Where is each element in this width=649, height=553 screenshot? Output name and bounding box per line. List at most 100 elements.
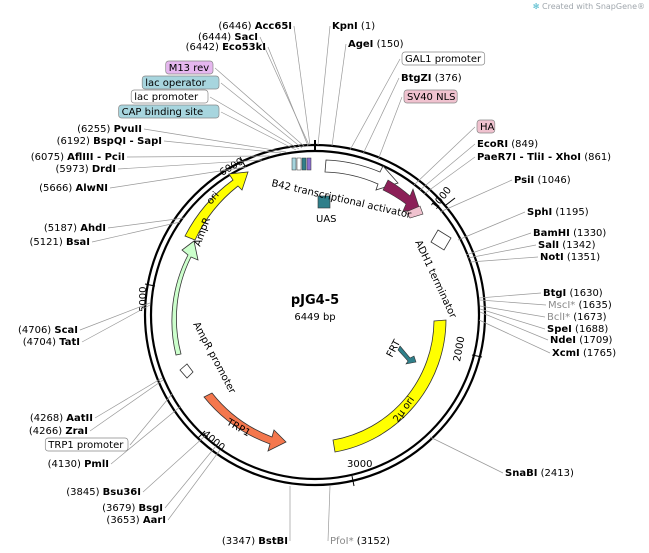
site-label-paer7i-tlii-xhoi: PaeR7I - TliI - XhoI (861) [477,152,611,163]
site-position: (150) [373,39,403,50]
feature-box-label-m13-rev: M13 rev [165,60,214,75]
site-position: (6444) [198,32,234,43]
svg-text:TRP1 promoter: TRP1 promoter [47,440,124,451]
site-position: (1046) [534,175,571,186]
site-name: PfoI* [330,536,354,547]
site-name: BclI* [547,312,570,323]
site-name: SpeI [547,324,572,335]
svg-text:SV40 NLS: SV40 NLS [407,92,456,103]
site-label-bamhi: BamHI (1330) [533,228,606,239]
site-position: (5121) [30,237,66,248]
site-label-bspqi-sapi: (6192) BspQI - SapI [57,136,162,147]
site-label-pmli: (4130) PmlI [48,459,109,470]
tick-label-1000: 1000 [430,185,454,212]
frt-arrow [397,345,417,365]
site-label-bsgi: (3679) BsgI [102,503,163,514]
site-label-pfoi: PfoI* (3152) [330,536,390,547]
svg-text:CAP binding site: CAP binding site [122,107,204,118]
feature-box-label-lac-operator: lac operator [141,75,220,90]
site-name: PsiI [514,175,534,186]
ampr-promoter-arrow [179,363,194,379]
site-position: (1673) [570,312,607,323]
site-label-spei: SpeI (1688) [547,324,608,335]
feature-label-adh1-terminator: ADH1 terminator [412,239,458,321]
label-leader-lines [79,25,551,542]
site-label-msci: MscI* (1635) [548,300,612,311]
ha-tag-segment [405,205,424,219]
site-label-pvuii: (6255) PvuII [77,124,142,135]
site-name: TatI [59,337,80,348]
site-name: PmlI [84,459,109,470]
site-label-aari: (3653) AarI [106,515,166,526]
site-position: (376) [432,73,462,84]
site-label-bsai: (5121) BsaI [30,237,90,248]
feature-label-ampr-promoter: AmpR promoter [190,320,237,396]
site-name: AarI [143,515,166,526]
trp1-arrow [203,392,287,452]
site-position: (849) [508,139,538,150]
site-position: (1342) [559,240,596,251]
site-position: (4704) [23,337,59,348]
site-name: BspQI - SapI [93,136,162,147]
site-position: (3152) [354,536,391,547]
site-name: AatII [66,413,93,424]
site-name: BsgI [139,503,163,514]
site-label-saci: (6444) SacI [198,32,258,43]
tick-label-2000: 2000 [452,336,467,363]
site-label-aatii: (4268) AatII [30,413,93,424]
adh1-terminator-box [430,229,452,251]
site-label-psii: PsiI (1046) [514,175,571,186]
site-position: (1330) [570,228,607,239]
site-name: SphI [527,207,552,218]
ori-arrow [184,171,249,241]
site-position: (1195) [552,207,589,218]
feature-box-label-lac-promoter: lac promoter [130,89,209,104]
site-position: (4706) [18,325,54,336]
site-name: AlwNI [76,183,109,194]
svg-text:GAL1 promoter: GAL1 promoter [405,54,482,65]
snapgene-logo-icon: ✻ [532,2,540,11]
site-position: (2413) [537,468,574,479]
site-label-bcli: BclI* (1673) [547,312,607,323]
site-label-bsu36i: (3845) Bsu36I [66,487,141,498]
site-position: (3679) [102,503,138,514]
site-position: (4268) [30,413,66,424]
site-position: (1630) [566,288,603,299]
tick-label-5000: 5000 [138,287,149,312]
feature-box-label-ha: HA [476,119,496,134]
ampr-arrow [171,240,199,356]
site-label-acc65i: (6446) Acc65I [218,21,292,32]
2mu-ori-arrow [332,319,447,453]
site-label-sphi: SphI (1195) [527,207,589,218]
site-label-ahdi: (5187) AhdI [44,223,106,234]
site-label-alwni: (5666) AlwNI [39,183,108,194]
site-label-zrai: (4266) ZraI [29,426,88,437]
site-name: KpnI [332,21,358,32]
site-position: (6446) [218,21,254,32]
site-position: (6255) [77,124,113,135]
site-label-afliii-pcii: (6075) AflIII - PciI [31,152,125,163]
site-name: XcmI [552,348,580,359]
site-name: AgeI [348,39,373,50]
site-name: SalI [538,240,559,251]
site-label-bstbi: (3347) BstBI [222,536,288,547]
site-position: (6192) [57,136,93,147]
site-name: PvuII [114,124,142,135]
site-name: BstBI [258,536,288,547]
feature-label-uas: UAS [316,214,337,225]
site-position: (3845) [66,487,102,498]
site-name: BtgZI [401,73,432,84]
site-position: (1765) [580,348,617,359]
feature-box-label-cap-binding-site: CAP binding site [118,104,220,119]
site-name: AflIII - PciI [67,152,125,163]
feature-box-label-sv40-nls: SV40 NLS [403,89,458,104]
plasmid-name: pJG4-5 [291,293,339,308]
site-position: (861) [581,152,611,163]
site-position: (4266) [29,426,65,437]
site-name: PaeR7I - TliI - XhoI [477,152,581,163]
site-position: (1) [358,21,375,32]
site-name: MscI* [548,300,575,311]
site-position: (1688) [572,324,609,335]
